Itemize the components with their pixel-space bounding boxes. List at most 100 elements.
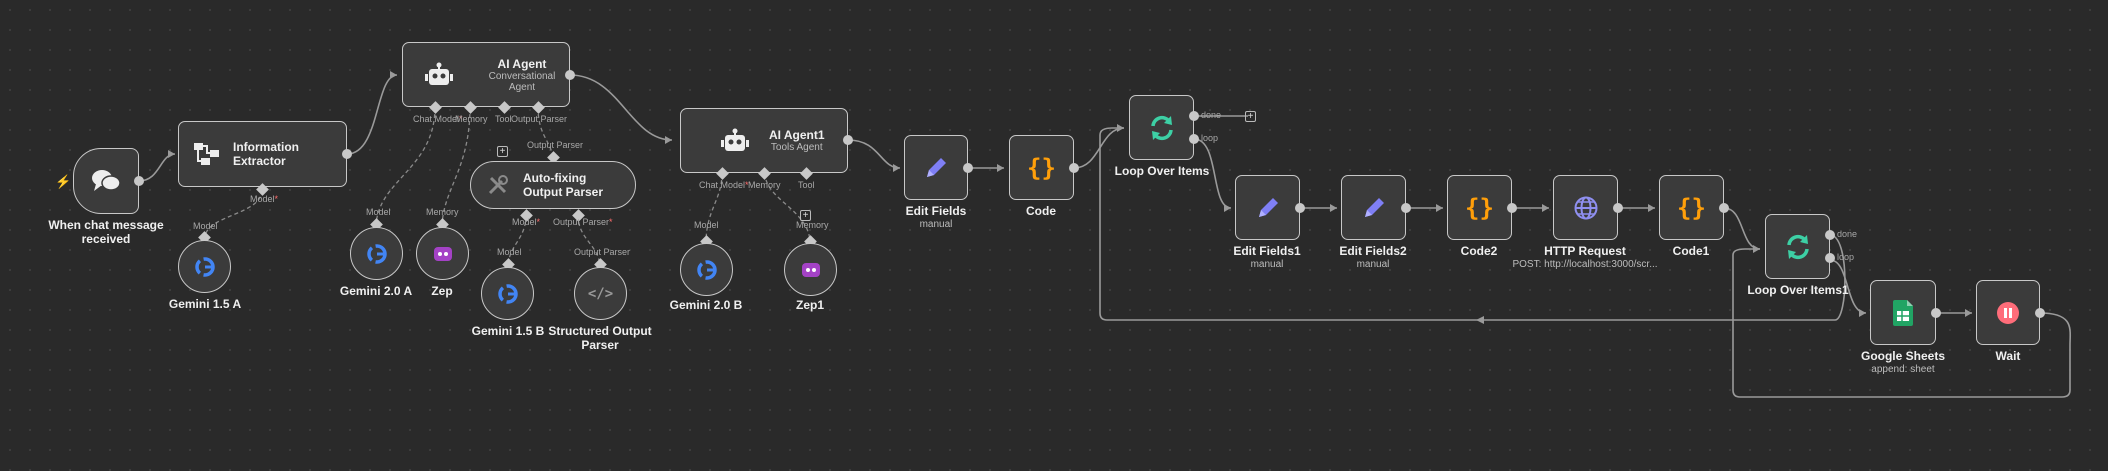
- ai-agent-output-port[interactable]: [565, 70, 575, 80]
- google-sheets-icon: [1893, 299, 1913, 326]
- code2-node[interactable]: {}: [1447, 175, 1512, 240]
- code1-node[interactable]: {}: [1659, 175, 1724, 240]
- autofix-outputparser-link-label: Output Parser: [527, 140, 584, 150]
- auto-fixing-output-parser-label: Auto-fixing Output Parser: [523, 171, 604, 199]
- zep-node[interactable]: [416, 227, 469, 280]
- curly-braces-icon: {}: [1027, 153, 1056, 182]
- pencil-icon: [1255, 195, 1281, 221]
- information-extractor-node[interactable]: Information Extractor: [178, 121, 347, 187]
- loop-loop-port[interactable]: [1189, 134, 1199, 144]
- gemini20b-model-label: Model: [694, 220, 719, 230]
- structured-output-parser-node[interactable]: </>: [574, 267, 627, 320]
- edge-trigger-extractor: [138, 153, 176, 182]
- ai-agent-chatmodel-label: Chat Model*: [413, 114, 463, 124]
- edge-agent-agent1: [569, 74, 673, 141]
- gemini-2-0-b-node[interactable]: [680, 243, 733, 296]
- google-icon: [696, 259, 718, 281]
- google-sheets-node[interactable]: [1870, 280, 1936, 345]
- loop1-done-port[interactable]: [1825, 230, 1835, 240]
- edit-fields2-node[interactable]: [1341, 175, 1406, 240]
- gemini-2-0-a-node[interactable]: [350, 227, 403, 280]
- loop-over-items-label: Loop Over Items: [1114, 164, 1210, 178]
- http-request-subtitle: POST: http://localhost:3000/scr...: [1512, 259, 1658, 270]
- gemini-1-5-a-node[interactable]: [178, 240, 231, 293]
- trigger-output-port[interactable]: [134, 176, 144, 186]
- code-node[interactable]: {}: [1009, 135, 1074, 200]
- wait-output-port[interactable]: [2035, 308, 2045, 318]
- hierarchy-icon: [193, 142, 221, 166]
- gemini-1-5-b-node[interactable]: [481, 267, 534, 320]
- pencil-icon: [923, 155, 949, 181]
- robot-icon: [425, 62, 453, 88]
- loop1-loop-port[interactable]: [1825, 253, 1835, 263]
- gemini-1-5-a-label: Gemini 1.5 A: [168, 297, 242, 311]
- loop-done-port[interactable]: [1189, 111, 1199, 121]
- robot-icon: [721, 128, 749, 154]
- gemini15b-model-label: Model: [497, 247, 522, 257]
- loop1-done-label: done: [1837, 229, 1858, 239]
- loop-done-add-button[interactable]: +: [1245, 111, 1256, 122]
- ai-agent1-add-tool-button[interactable]: +: [800, 210, 811, 221]
- refresh-icon: [1784, 233, 1812, 261]
- autofix-outputparser-label: Output Parser*: [553, 217, 613, 227]
- edge-wait-back: [1732, 248, 2072, 398]
- ai-agent1-output-port[interactable]: [843, 135, 853, 145]
- pause-icon: [1996, 301, 2020, 325]
- chat-bubbles-icon: [91, 168, 121, 194]
- loop1-loop-label: loop: [1837, 252, 1855, 262]
- ai-agent1-chatmodel-label: Chat Model*: [699, 180, 749, 190]
- edge-code1-loop1: [1723, 207, 1761, 250]
- ai-agent1-memory-label: Memory: [748, 180, 781, 190]
- globe-icon: [1573, 195, 1599, 221]
- code2-label: Code2: [1460, 244, 1498, 258]
- edit-fields2-output-port[interactable]: [1401, 203, 1411, 213]
- ai-agent1-tool-label: Tool: [798, 180, 815, 190]
- information-extractor-label: Information Extractor: [233, 140, 299, 168]
- google-sheets-output-port[interactable]: [1931, 308, 1941, 318]
- ai-agent-memory-label: Memory: [455, 114, 488, 124]
- loop-over-items-node[interactable]: [1129, 95, 1194, 160]
- ai-agent1-node[interactable]: AI Agent1 Tools Agent: [680, 108, 848, 173]
- edit-fields1-subtitle: manual: [1250, 259, 1284, 270]
- edge-agent1-chatmodel: [705, 172, 723, 244]
- ai-agent1-label: AI Agent1: [769, 128, 825, 142]
- edge-agent-outputparser: [537, 106, 554, 158]
- edge-agent1-editfields: [847, 139, 901, 169]
- ai-agent-add-tool-button[interactable]: +: [497, 146, 508, 157]
- edge-agent-chatmodel: [375, 106, 436, 229]
- code1-output-port[interactable]: [1719, 203, 1729, 213]
- refresh-icon: [1148, 114, 1176, 142]
- ai-agent-node[interactable]: AI Agent Conversational Agent: [402, 42, 570, 107]
- extractor-output-port[interactable]: [342, 149, 352, 159]
- edit-fields-output-port[interactable]: [963, 163, 973, 173]
- http-request-output-port[interactable]: [1613, 203, 1623, 213]
- ai-agent-subtitle: Conversational Agent: [488, 70, 556, 93]
- loop-done-label: done: [1201, 110, 1222, 120]
- ai-agent-tool-label: Tool: [495, 114, 512, 124]
- wait-node[interactable]: [1976, 280, 2040, 345]
- google-sheets-subtitle: append: sheet: [1871, 364, 1935, 375]
- edit-fields-node[interactable]: [904, 135, 968, 200]
- zep-icon: [433, 244, 453, 264]
- tools-icon: [487, 174, 509, 196]
- auto-fixing-output-parser-node[interactable]: Auto-fixing Output Parser: [470, 161, 636, 209]
- edit-fields1-node[interactable]: [1235, 175, 1300, 240]
- zep-memory-label: Memory: [426, 207, 459, 217]
- extractor-model-port-label: Model*: [250, 194, 279, 204]
- pencil-icon: [1361, 195, 1387, 221]
- code-output-port[interactable]: [1069, 163, 1079, 173]
- edit-fields1-output-port[interactable]: [1295, 203, 1305, 213]
- zep1-node[interactable]: [784, 243, 837, 296]
- code2-output-port[interactable]: [1507, 203, 1517, 213]
- lightning-icon: ⚡: [55, 174, 72, 189]
- edge-extractor-agent: [346, 74, 398, 155]
- http-request-label: HTTP Request: [1544, 244, 1626, 258]
- http-request-node[interactable]: [1553, 175, 1618, 240]
- edge-loop1-done-back: [1099, 127, 1846, 321]
- chat-trigger-node[interactable]: [73, 148, 139, 214]
- gemini-2-0-b-label: Gemini 2.0 B: [669, 298, 743, 312]
- curly-braces-icon: {}: [1465, 193, 1494, 222]
- edit-fields-label: Edit Fields: [905, 204, 967, 218]
- loop-over-items1-node[interactable]: [1765, 214, 1830, 279]
